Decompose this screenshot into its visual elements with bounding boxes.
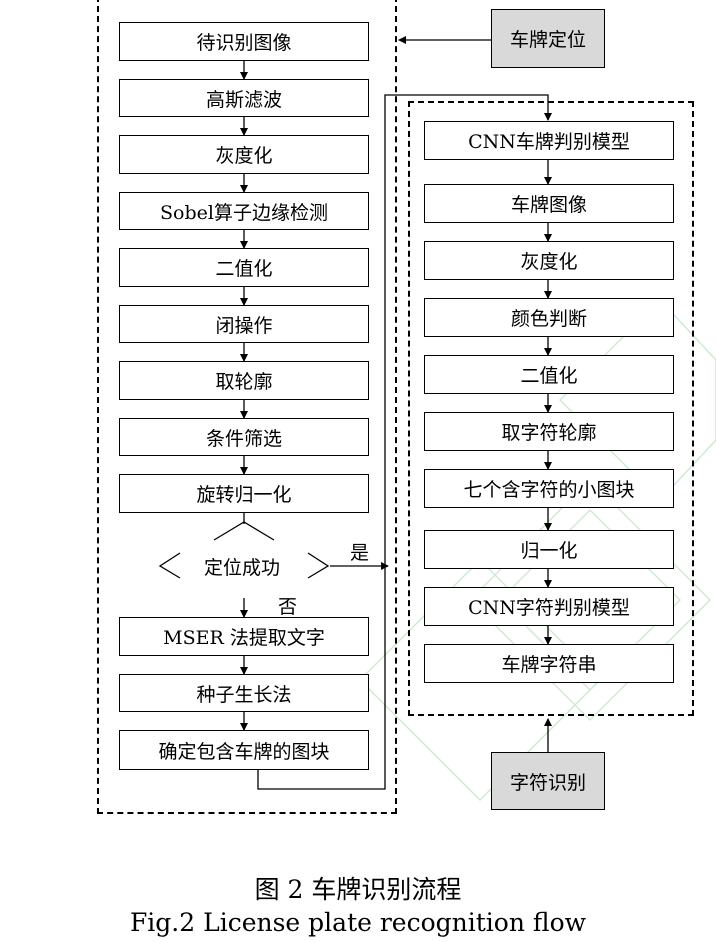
- step-cnn-plate-model: CNN车牌判别模型: [424, 121, 674, 160]
- step-grayscale: 灰度化: [119, 135, 369, 174]
- step-input-image: 待识别图像: [119, 22, 369, 61]
- step-cnn-char-model: CNN字符判别模型: [424, 587, 674, 626]
- step-plate-string: 车牌字符串: [424, 644, 674, 683]
- step-plate-block: 确定包含车牌的图块: [119, 730, 369, 770]
- char-recognition-label: 字符识别: [491, 752, 605, 810]
- caption-chinese: 图 2 车牌识别流程: [254, 875, 462, 904]
- step-filter: 条件筛选: [119, 418, 369, 456]
- step-gaussian-filter: 高斯滤波: [119, 79, 369, 117]
- step-closing: 闭操作: [119, 305, 369, 343]
- step-char-contours: 取字符轮廓: [424, 412, 674, 451]
- step-plate-image: 车牌图像: [424, 184, 674, 223]
- step-binarize-right: 二值化: [424, 355, 674, 394]
- step-rotate-normalize: 旋转归一化: [119, 474, 369, 513]
- step-color-judge: 颜色判断: [424, 298, 674, 337]
- step-seed-growth: 种子生长法: [119, 674, 369, 712]
- step-grayscale-right: 灰度化: [424, 241, 674, 280]
- step-binarize: 二值化: [119, 248, 369, 287]
- caption-english: Fig.2 License plate recognition flow: [129, 908, 587, 937]
- step-mser: MSER 法提取文字: [119, 617, 369, 656]
- no-label: 否: [278, 596, 298, 618]
- plate-location-label: 车牌定位: [491, 9, 605, 68]
- step-normalize-right: 归一化: [424, 530, 674, 569]
- yes-label: 是: [350, 542, 370, 564]
- decision-label: 定位成功: [204, 557, 281, 579]
- step-sobel-edge: Sobel算子边缘检测: [119, 192, 369, 230]
- step-contours: 取轮廓: [119, 361, 369, 400]
- step-seven-blocks: 七个含字符的小图块: [424, 469, 674, 508]
